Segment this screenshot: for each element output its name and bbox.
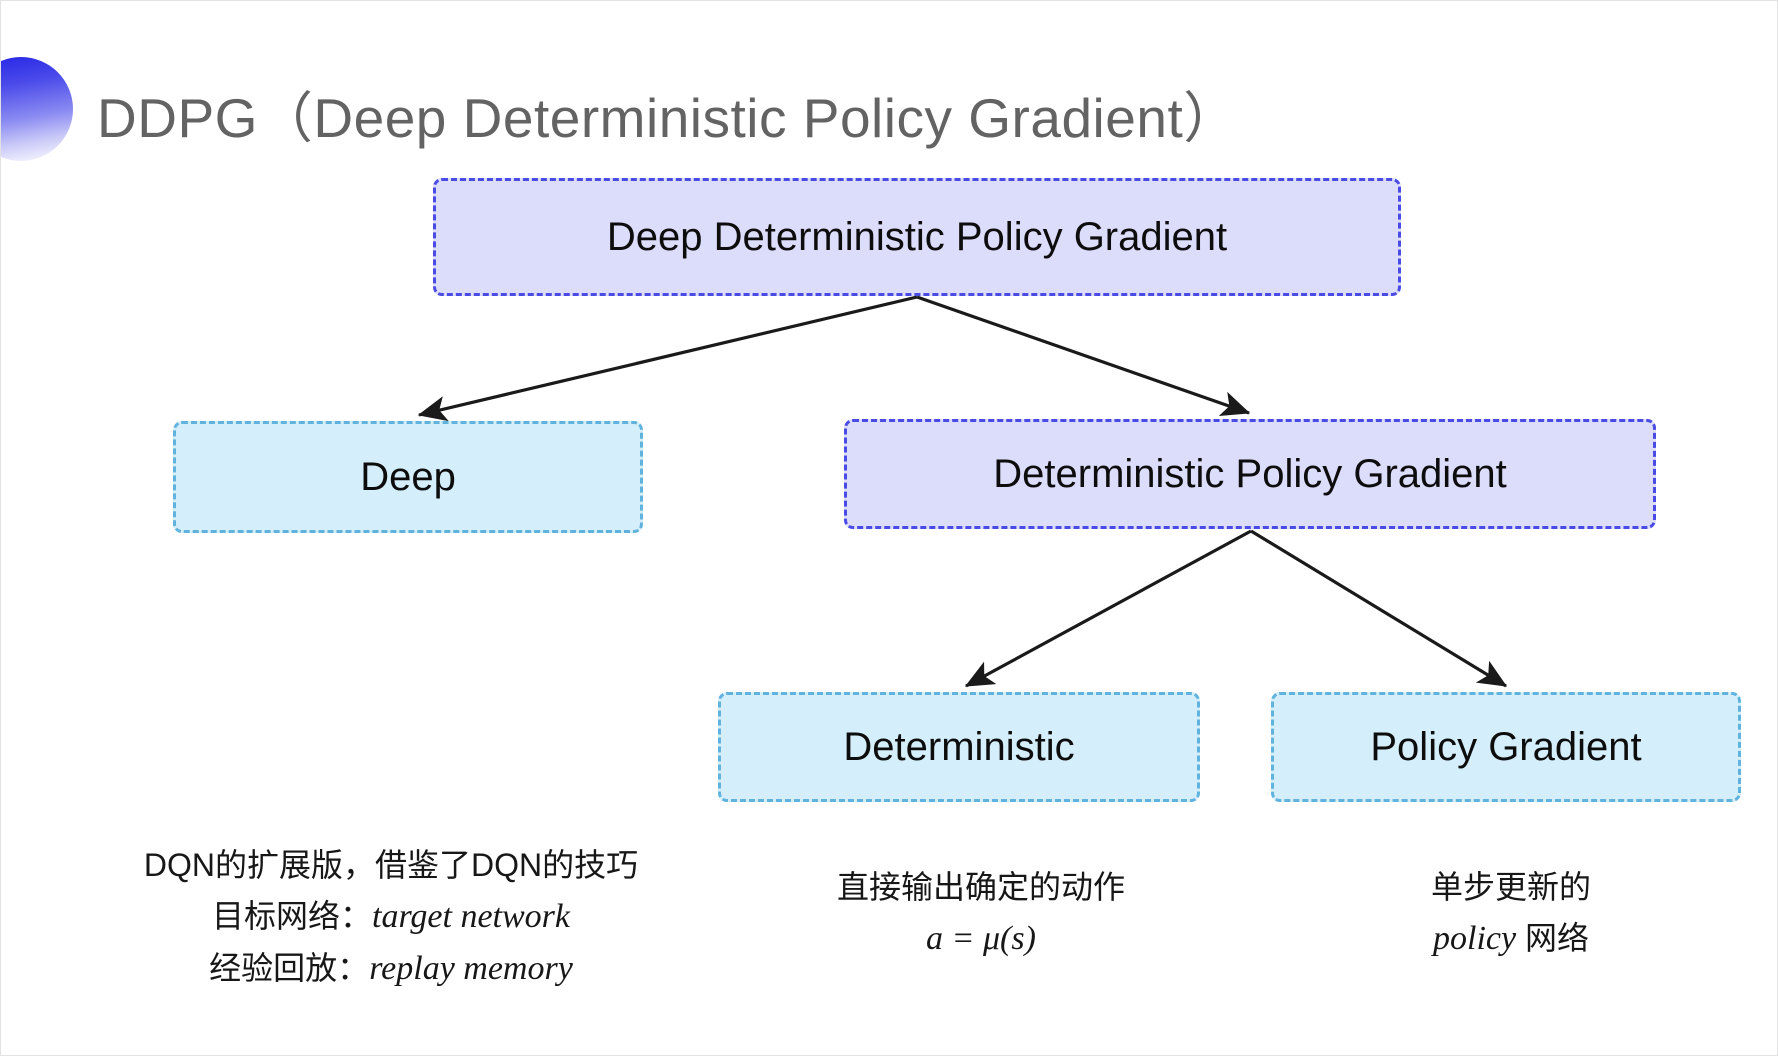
annotation-deep-line2: 目标网络：target network	[111, 891, 671, 944]
node-deterministic[interactable]: Deterministic	[718, 692, 1200, 802]
edge-dpg-to-deterministic	[964, 529, 1252, 688]
annotation-policy-gradient-line2: policy 网络	[1341, 913, 1681, 966]
annotation-deep-line3: 经验回放：replay memory	[111, 943, 671, 996]
annotation-deep-line2-term: target network	[372, 897, 570, 935]
annotation-deep-line1: DQN的扩展版，借鉴了DQN的技巧	[143, 847, 639, 883]
annotation-policy-gradient-line1: 单步更新的	[1430, 869, 1591, 905]
edge-dpg-to-policy-gradient	[1250, 529, 1508, 688]
node-deterministic-policy-gradient[interactable]: Deterministic Policy Gradient	[844, 419, 1656, 529]
annotation-policy-gradient: 单步更新的 policy 网络	[1341, 863, 1681, 965]
node-deep[interactable]: Deep	[173, 421, 643, 533]
edge-root-to-dpg	[916, 295, 1251, 417]
annotation-deep-line3-term: replay memory	[369, 950, 573, 988]
annotation-policy-gradient-suffix: 网络	[1516, 919, 1589, 956]
node-policy-gradient[interactable]: Policy Gradient	[1271, 692, 1741, 802]
annotation-deep-line2-label: 目标网络：	[211, 897, 372, 934]
annotation-deep-line3-label: 经验回放：	[209, 950, 370, 987]
annotation-deep: DQN的扩展版，借鉴了DQN的技巧 目标网络：target network 经验…	[111, 841, 671, 996]
annotation-deterministic-formula: a = μ(s)	[926, 919, 1036, 957]
node-root[interactable]: Deep Deterministic Policy Gradient	[433, 178, 1401, 296]
annotation-deterministic-line1: 直接输出确定的动作	[836, 869, 1125, 905]
page-title: DDPG（Deep Deterministic Policy Gradient）	[97, 87, 1239, 149]
annotation-deterministic: 直接输出确定的动作 a = μ(s)	[791, 863, 1171, 965]
annotation-policy-gradient-term: policy	[1433, 919, 1517, 957]
title-bullet-decoration-icon	[1, 57, 73, 161]
edge-root-to-deep	[417, 295, 918, 422]
